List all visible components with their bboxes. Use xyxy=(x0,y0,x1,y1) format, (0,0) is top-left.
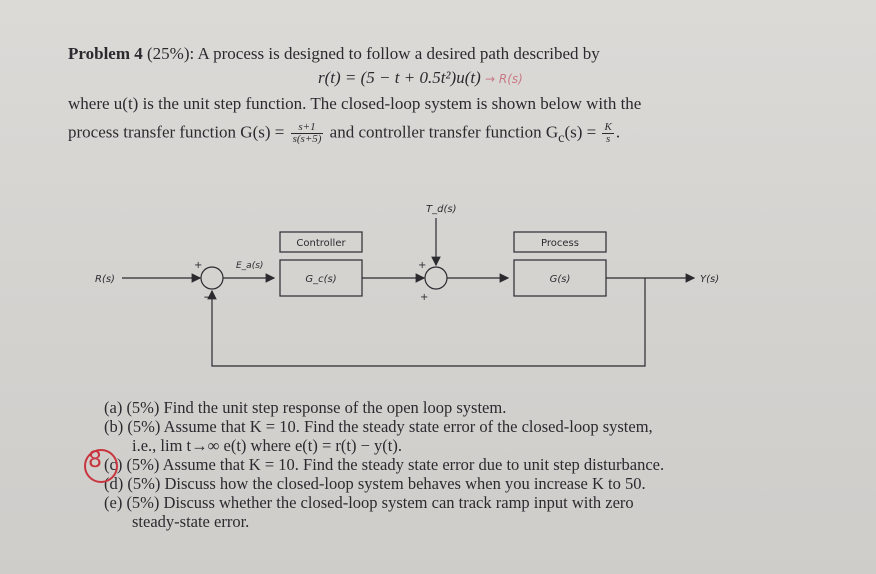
line3-end: . xyxy=(615,122,621,142)
line3-sub: c xyxy=(558,129,565,146)
handwritten-note: → R(s) xyxy=(485,72,523,86)
process-tf-numerator: s+1 xyxy=(290,122,324,134)
problem-weight: (25%): xyxy=(147,44,195,63)
summing-junction-1 xyxy=(200,266,224,290)
summing-junction-2 xyxy=(424,266,448,290)
controller-tf-denominator: s xyxy=(606,133,611,145)
line3-eq: (s) = xyxy=(564,122,597,142)
output-label: Y(s) xyxy=(700,274,719,285)
process-title: Process xyxy=(541,238,579,249)
process-tf-denominator: s(s+5) xyxy=(292,133,322,145)
question-parts: (a) (5%) Find the unit step response of … xyxy=(104,398,664,531)
red-pen-circle xyxy=(84,449,118,483)
controller-tf: G_c(s) xyxy=(305,274,336,285)
sum1-plus: + xyxy=(194,260,202,271)
problem-line-2: where u(t) is the unit step function. Th… xyxy=(68,94,642,113)
process-tf-fraction: s+1 s(s+5) xyxy=(290,122,324,145)
problem-line-3: process transfer function G(s) = s+1 s(s… xyxy=(68,122,620,148)
problem-heading: Problem 4 xyxy=(68,44,143,63)
problem-intro-line: Problem 4 (25%): A process is designed t… xyxy=(68,44,600,64)
part-a: (a) (5%) Find the unit step response of … xyxy=(104,398,507,417)
part-c: (c) (5%) Assume that K = 10. Find the st… xyxy=(104,455,665,474)
part-b-continued: i.e., lim t→∞ e(t) where e(t) = r(t) − y… xyxy=(132,436,402,455)
controller-title: Controller xyxy=(296,238,346,249)
process-title-box xyxy=(513,231,607,253)
line3-prefix: process transfer function G(s) = xyxy=(68,122,285,142)
controller-tf-numerator: K xyxy=(602,121,614,134)
part-e: (e) (5%) Discuss whether the closed-loop… xyxy=(104,493,634,512)
error-label: E_a(s) xyxy=(236,261,263,271)
red-pen-number: 8 xyxy=(88,448,102,473)
part-e-continued: steady-state error. xyxy=(132,512,250,531)
part-d: (d) (5%) Discuss how the closed-loop sys… xyxy=(104,474,646,493)
feedback-path xyxy=(207,278,646,367)
sum2-plus-bottom: + xyxy=(420,292,428,303)
controller-tf-fraction: K s xyxy=(602,121,614,145)
path-equation: r(t) = (5 − t + 0.5t²)u(t) xyxy=(318,68,481,87)
process-tf: G(s) xyxy=(550,274,571,285)
path-equation-row: r(t) = (5 − t + 0.5t²)u(t) → R(s) xyxy=(318,68,523,88)
disturbance-label: T_d(s) xyxy=(426,204,456,215)
line3-mid: and controller transfer function G xyxy=(329,122,559,142)
sum2-plus-top: + xyxy=(418,260,426,271)
input-label: R(s) xyxy=(95,274,115,285)
problem-intro: A process is designed to follow a desire… xyxy=(197,44,600,63)
part-b: (b) (5%) Assume that K = 10. Find the st… xyxy=(104,417,653,436)
controller-title-box xyxy=(279,231,363,253)
